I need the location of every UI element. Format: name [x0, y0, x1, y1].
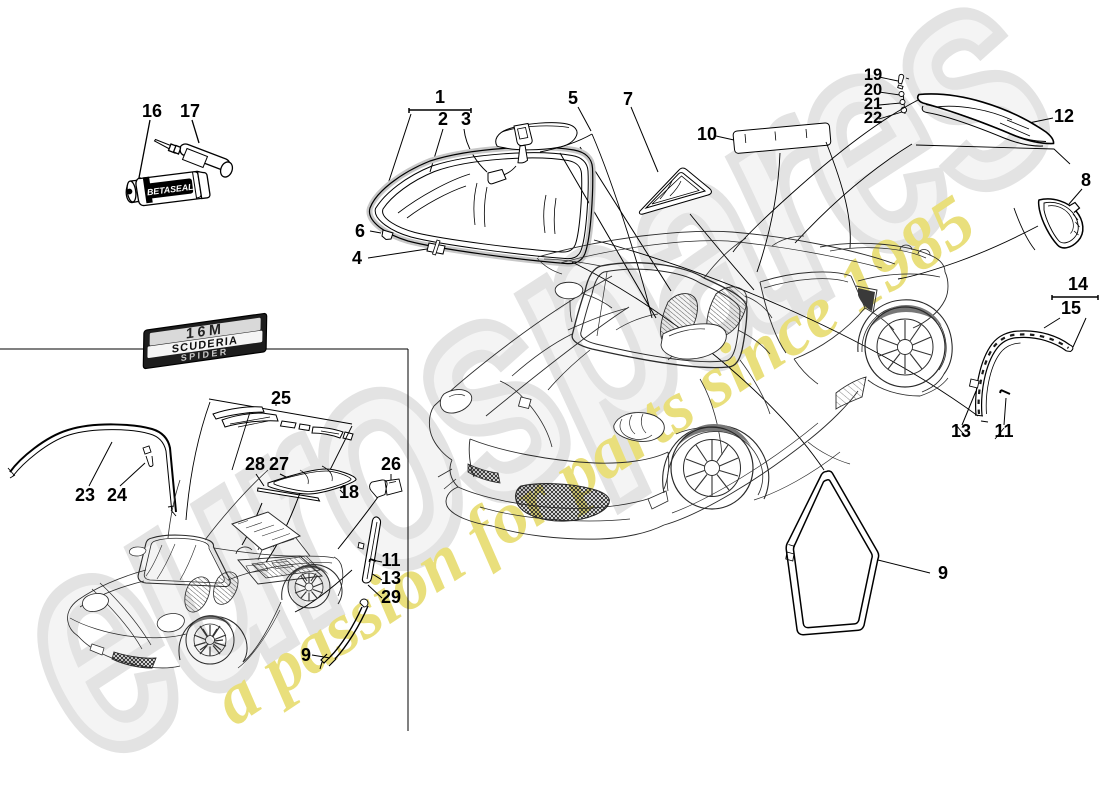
svg-text:9: 9 — [301, 645, 311, 665]
svg-text:17: 17 — [180, 101, 200, 121]
svg-text:23: 23 — [75, 485, 95, 505]
svg-text:7: 7 — [623, 89, 633, 109]
svg-text:26: 26 — [381, 454, 401, 474]
svg-text:20: 20 — [864, 81, 882, 99]
svg-text:15: 15 — [1061, 298, 1081, 318]
svg-text:2: 2 — [438, 109, 448, 129]
svg-text:6: 6 — [355, 221, 365, 241]
svg-text:16: 16 — [142, 101, 162, 121]
svg-text:9: 9 — [938, 563, 948, 583]
svg-text:5: 5 — [568, 88, 578, 108]
svg-text:21: 21 — [864, 95, 882, 113]
svg-text:24: 24 — [107, 485, 127, 505]
svg-text:25: 25 — [271, 388, 291, 408]
svg-text:18: 18 — [339, 482, 359, 502]
svg-text:11: 11 — [381, 550, 400, 570]
svg-text:27: 27 — [269, 454, 289, 474]
svg-text:10: 10 — [697, 124, 717, 144]
svg-text:11: 11 — [994, 421, 1013, 441]
svg-text:4: 4 — [352, 248, 362, 268]
svg-text:13: 13 — [381, 568, 401, 588]
svg-text:12: 12 — [1054, 106, 1074, 126]
svg-text:14: 14 — [1068, 274, 1088, 294]
svg-text:1: 1 — [435, 87, 445, 107]
svg-text:13: 13 — [951, 421, 971, 441]
svg-text:19: 19 — [864, 66, 882, 84]
svg-text:22: 22 — [864, 109, 882, 127]
svg-text:29: 29 — [381, 587, 401, 607]
svg-text:28: 28 — [245, 454, 265, 474]
svg-text:3: 3 — [461, 109, 471, 129]
svg-text:8: 8 — [1081, 170, 1091, 190]
